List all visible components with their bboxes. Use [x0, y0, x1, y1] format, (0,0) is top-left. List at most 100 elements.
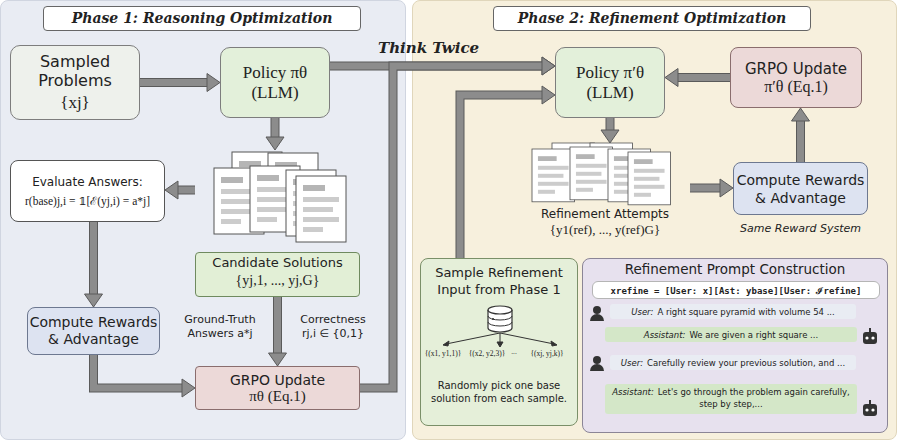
node-text: GRPO Update — [230, 372, 325, 388]
node-text: πθ (Eq.1) — [249, 388, 305, 405]
arrow-shaft — [690, 185, 721, 192]
arrow-outline — [330, 62, 543, 71]
node-text: Phase 2: Refinement Optimization — [493, 6, 811, 31]
flow-arrow — [360, 57, 555, 388]
node-text: Randomly pick one base solution from eac… — [430, 379, 568, 405]
phase-panel: Phase 2: Refinement OptimizationPolicy π… — [412, 0, 897, 440]
node-text: Sampled Problems — [11, 52, 139, 90]
node-text: Compute Rewards & Advantage — [28, 314, 159, 348]
arrow-shaft — [797, 120, 804, 162]
prompt-box: Refinement Prompt Constructionxrefine = … — [582, 258, 888, 433]
node-text: GRPO Update — [745, 60, 847, 78]
node-text: Compute Rewards & Advantage — [734, 171, 867, 207]
node-text: Refinement Attempts — [520, 207, 690, 221]
flow-arrow — [165, 181, 195, 199]
reward-box: Compute Rewards & Advantage — [27, 307, 160, 355]
node-text: r(base)j,i = 𝟙[ℰ(yj,i) = a*j] — [25, 193, 150, 208]
arrow-shaft — [177, 187, 195, 194]
chat-bubble: Assistant:We are given a right square ..… — [605, 327, 857, 342]
flow-arrow — [665, 69, 730, 87]
reward-box: Compute Rewards & Advantage — [733, 162, 868, 215]
evaluate-box: Evaluate Answers: r(base)j,i = 𝟙[ℰ(yj,i) … — [10, 160, 165, 222]
node-text: Policy π′θ — [576, 63, 644, 83]
robot-icon — [863, 400, 877, 416]
node-text: User: — [621, 358, 643, 368]
arrow-head — [542, 57, 555, 75]
grpo-box: GRPO Updateπ′θ (Eq.1) — [730, 47, 862, 108]
node-text: Carefully review your previous solution,… — [647, 358, 845, 368]
arrow-head — [792, 108, 810, 121]
tree-lines — [443, 333, 557, 347]
arrow-shaft — [272, 118, 279, 138]
arrow-head — [207, 74, 220, 92]
node-text: We are given a right square ... — [689, 330, 818, 340]
node-text: Sample Refinement Input from Phase 1 — [424, 264, 574, 298]
arrow-head — [165, 181, 178, 199]
flow-arrow — [94, 355, 196, 397]
node-text: Assistant: — [644, 330, 686, 340]
arrow-outline — [460, 95, 543, 258]
arrow-outline — [140, 78, 208, 87]
flow-arrow — [330, 57, 555, 75]
node-text: xrefine = [User: x][Ast: ybase][User: ℐr… — [611, 284, 862, 297]
grpo-box: GRPO Updateπθ (Eq.1) — [195, 366, 360, 410]
user-icon — [590, 356, 604, 371]
formula-bar: xrefine = [User: x][Ast: ybase][User: ℐr… — [592, 281, 880, 299]
node-text: Evaluate Answers: — [32, 175, 143, 189]
arrow-shaft — [274, 297, 281, 354]
flow-arrow — [269, 297, 287, 366]
robot-icon — [863, 328, 877, 344]
flow-arrow — [792, 108, 810, 162]
arrow-head — [542, 57, 555, 75]
flow-arrow — [140, 74, 220, 92]
flow-arrow — [601, 118, 619, 143]
arrow-head — [542, 86, 555, 104]
arrow-head — [182, 379, 195, 397]
arrow-shaft — [140, 79, 208, 86]
node-text: Phase 1: Reasoning Optimization — [43, 6, 361, 31]
arrow-outline — [360, 66, 543, 388]
database-icon — [488, 306, 512, 332]
arrow-shaft — [360, 66, 543, 388]
arrow-head — [85, 294, 103, 307]
arrow-shaft — [94, 355, 184, 388]
policy-box: Policy π′θ(LLM) — [555, 47, 665, 118]
arrow-shaft — [90, 222, 97, 295]
arrow-head — [665, 69, 678, 87]
node-text: (LLM) — [251, 83, 298, 103]
attempts-node: Refinement Attempts{y1(ref), ..., y(ref)… — [520, 143, 690, 235]
node-text: Policy πθ — [243, 63, 307, 83]
arrow-outline — [606, 118, 615, 131]
phase-panel: Phase 1: Reasoning OptimizationSampled P… — [0, 0, 406, 440]
arrow-head — [269, 353, 287, 366]
input-box: Sampled Problems {xj} — [10, 45, 140, 120]
arrow-head — [266, 137, 284, 150]
document-stack — [532, 143, 671, 205]
user-icon — [590, 306, 604, 321]
arrow-outline — [94, 355, 184, 388]
arrow-shaft — [677, 74, 730, 81]
policy-box: Policy πθ(LLM) — [220, 47, 330, 118]
node-text: (LLM) — [586, 83, 633, 103]
node-text: Assistant: — [612, 387, 654, 397]
arrow-outline — [89, 222, 98, 295]
sample-box: Sample Refinement Input from Phase 1 Rand… — [420, 258, 578, 426]
node-text: {y1(ref), ..., y(ref)G} — [520, 222, 690, 238]
node-text: Candidate Solutions — [195, 255, 360, 270]
arrow-outline — [796, 120, 805, 162]
arrow-shaft — [460, 95, 543, 258]
node-text: A right square pyramid with volume 54 ..… — [657, 307, 834, 317]
node-text: User: — [631, 307, 653, 317]
flow-arrow — [266, 118, 284, 150]
node-text: Let's go through the problem again caref… — [658, 387, 850, 409]
node-text: {yj,1, ..., yj,G} — [195, 273, 360, 289]
arrow-head — [720, 179, 733, 197]
node-text: {xj} — [60, 93, 90, 113]
arrow-outline — [273, 297, 282, 354]
solutions-node: Candidate Solutions {yj,1, ..., yj,G} — [195, 150, 360, 297]
arrow-shaft — [607, 118, 614, 131]
flow-arrow — [85, 222, 103, 307]
chat-bubble: Assistant: Let's go through the problem a… — [605, 384, 857, 414]
flow-arrow — [460, 86, 555, 258]
